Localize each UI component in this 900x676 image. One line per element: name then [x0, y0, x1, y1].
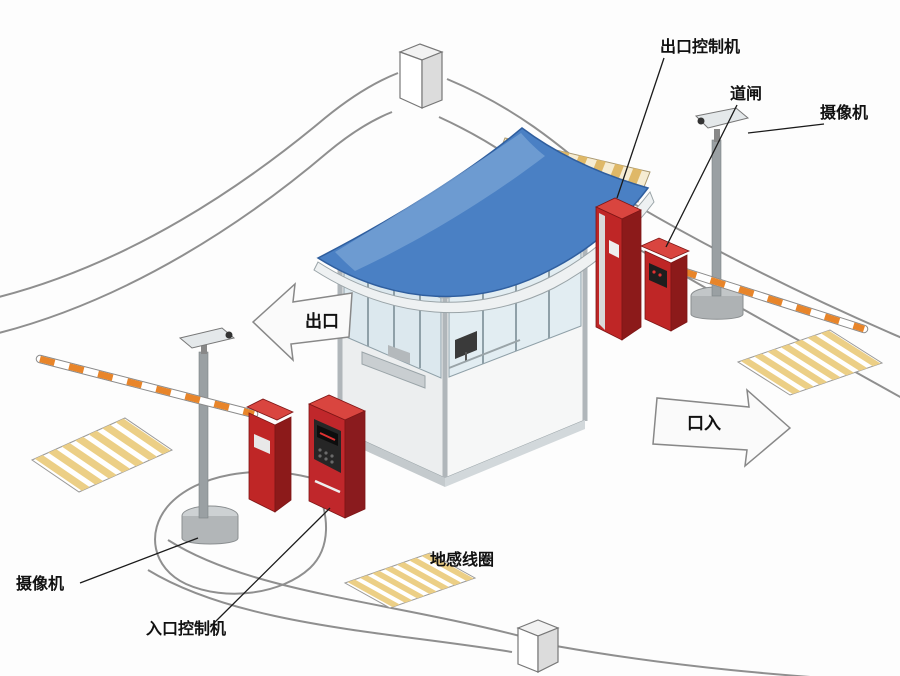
- top-post-cube: [398, 43, 444, 109]
- camera-left-head: [178, 327, 236, 349]
- barrier-cabinet-right-display: [649, 263, 667, 288]
- bottom-post-cube: [516, 619, 560, 673]
- label-camera-right: 摄像机: [820, 103, 868, 122]
- label-barrier-gate: 道闸: [730, 84, 762, 103]
- barrier-arm-left-stripes: [39, 355, 255, 418]
- camera-right: [690, 107, 750, 320]
- camera-left-pole: [198, 351, 209, 519]
- booth-skirt-right: [445, 420, 585, 487]
- camera-right-lens-icon: [697, 117, 705, 125]
- barrier-cabinet-left-front: [248, 412, 276, 513]
- camera-right-pole: [711, 139, 722, 297]
- entry-controller-machine: [308, 394, 366, 519]
- camera-left-mount: [201, 341, 207, 354]
- barrier-cabinet-right-front: [644, 250, 672, 332]
- exit-arrow-label: 出口: [305, 311, 339, 332]
- diagram-labels: 出口控制机 道闸 摄像机 摄像机 入口控制机 地感线圈: [16, 37, 868, 638]
- camera-right-head: [694, 107, 750, 129]
- barrier-cabinet-right-top: [640, 237, 690, 260]
- exit-machine-panel: [599, 213, 605, 330]
- entry-machine-ticket-slot: [314, 479, 341, 494]
- entry-machine-side: [344, 410, 366, 519]
- ground-coil-left: [32, 418, 172, 492]
- ground-coil-middle: [345, 553, 475, 608]
- label-ground-coil: 地感线圈: [430, 550, 494, 569]
- exit-controller-machine: [595, 197, 642, 341]
- booth-desk: [361, 351, 426, 389]
- entry-machine-display-text: [319, 432, 336, 441]
- camera-right-mount: [714, 129, 720, 142]
- exit-machine-label: [609, 240, 619, 258]
- leader-exit-controller: [616, 57, 665, 199]
- barrier-gate-right: [640, 237, 869, 334]
- barrier-cabinet-left-label: [254, 434, 270, 454]
- leader-entry-controller: [209, 507, 331, 628]
- camera-right-base: [690, 296, 744, 320]
- barrier-gate-left: [35, 354, 294, 513]
- booth-monitor: [455, 331, 477, 359]
- ground-coil-right: [738, 330, 882, 395]
- label-entry-controller: 入口控制机: [146, 619, 226, 638]
- roof-sheen: [335, 133, 545, 271]
- entry-arrow: 口入: [652, 388, 792, 468]
- barrier-cabinet-left-side: [274, 416, 292, 513]
- booth-equipment: [388, 345, 410, 364]
- label-camera-left: 摄像机: [16, 574, 64, 593]
- camera-left-lens-icon: [225, 331, 233, 339]
- camera-left: [178, 327, 239, 545]
- leader-lines: [79, 57, 825, 628]
- roof-fascia: [313, 191, 655, 314]
- label-exit-controller: 出口控制机: [660, 37, 740, 56]
- exit-arrow: 出口: [251, 282, 353, 362]
- exit-machine-side: [621, 209, 642, 341]
- camera-left-base: [181, 516, 239, 545]
- leader-camera-left: [79, 537, 199, 584]
- leader-camera-right: [747, 123, 825, 134]
- barrier-cabinet-left-top: [246, 398, 294, 421]
- leader-barrier-gate: [665, 104, 738, 248]
- entry-arrow-label: 口入: [687, 414, 721, 434]
- barrier-cabinet-right-side: [670, 254, 688, 332]
- barrier-arm-right-stripes: [681, 267, 865, 333]
- booth-skirt-left: [340, 430, 445, 487]
- booth-roof: [313, 127, 655, 314]
